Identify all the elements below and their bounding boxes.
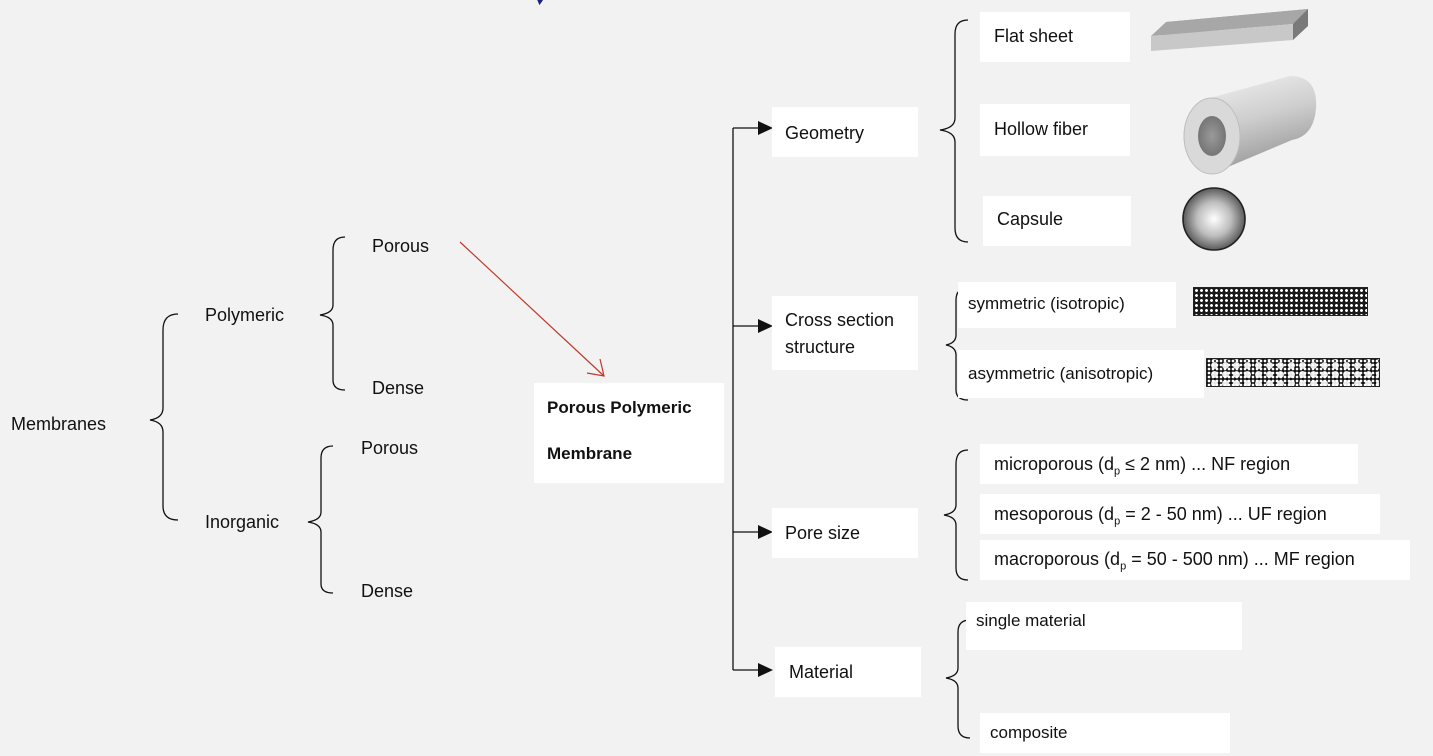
node-polymeric: Polymeric [205,305,285,325]
pore-meso-label: mesoporous (dp = 2 - 50 nm) ... UF regio… [994,503,1327,528]
structure-sym-label: symmetric (isotropic) [968,294,1125,313]
pore-meso-text-b: = 2 - 50 nm) ... UF region [1120,504,1327,524]
category-pore-size-box: Pore size [772,508,918,558]
asymmetric-pattern [1206,358,1380,387]
flat-sheet-image [1151,9,1308,51]
focus-line1: Porous Polymeric [547,398,692,417]
pore-macro-box: macroporous (dp = 50 - 500 nm) ... MF re… [980,540,1410,580]
node-polymeric-dense: Dense [372,378,425,398]
material-single-label: single material [976,611,1086,630]
category-material: Material [789,662,854,682]
pore-micro-box: microporous (dp ≤ 2 nm) ... NF region [980,444,1358,484]
category-cross-section-line1: Cross section [785,310,895,330]
material-composite-label: composite [990,723,1068,742]
pore-meso-sub: p [1114,515,1121,528]
category-geometry-box: Geometry [772,107,918,157]
hollow-fiber-image [1183,76,1317,175]
node-membranes: Membranes [11,414,107,434]
symmetric-pattern [1193,287,1368,316]
geometry-flat-label: Flat sheet [994,26,1074,46]
pore-macro-text-b: = 50 - 500 nm) ... MF region [1126,549,1355,569]
pore-macro-label: macroporous (dp = 50 - 500 nm) ... MF re… [994,548,1355,573]
category-cross-section-box: Cross section structure [772,296,918,370]
node-inorganic-porous: Porous [361,438,419,458]
pore-meso-box: mesoporous (dp = 2 - 50 nm) ... UF regio… [980,494,1380,534]
pore-micro-sub: p [1114,465,1121,478]
node-inorganic: Inorganic [205,512,280,532]
pore-macro-text-a: macroporous (d [994,549,1121,569]
capsule-image [1182,187,1246,251]
pore-micro-label: microporous (dp ≤ 2 nm) ... NF region [994,453,1291,478]
category-cross-section-line2: structure [785,337,856,357]
pore-micro-text-b: ≤ 2 nm) ... NF region [1120,454,1291,474]
focus-box: Porous Polymeric Membrane [534,383,724,483]
material-composite-box: composite [980,713,1230,753]
category-pore-size: Pore size [785,523,861,543]
structure-sym-box: symmetric (isotropic) [958,282,1176,328]
category-material-box: Material [775,647,921,697]
pore-micro-text-a: microporous (d [994,454,1115,474]
structure-asym-label: asymmetric (anisotropic) [968,364,1154,383]
geometry-hollow-label: Hollow fiber [994,119,1089,139]
pore-meso-text-a: mesoporous (d [994,504,1115,524]
pore-macro-sub: p [1120,560,1127,573]
structure-asym-box: asymmetric (anisotropic) [958,350,1204,398]
geometry-capsule-box: Capsule [983,196,1131,246]
focus-line2: Membrane [547,444,633,463]
node-polymeric-porous: Porous [372,236,430,256]
geometry-hollow-box: Hollow fiber [980,104,1130,156]
category-geometry: Geometry [785,123,865,143]
geometry-capsule-label: Capsule [997,209,1064,229]
node-inorganic-dense: Dense [361,581,414,601]
material-single-box: single material [966,602,1242,650]
geometry-flat-box: Flat sheet [980,12,1130,62]
